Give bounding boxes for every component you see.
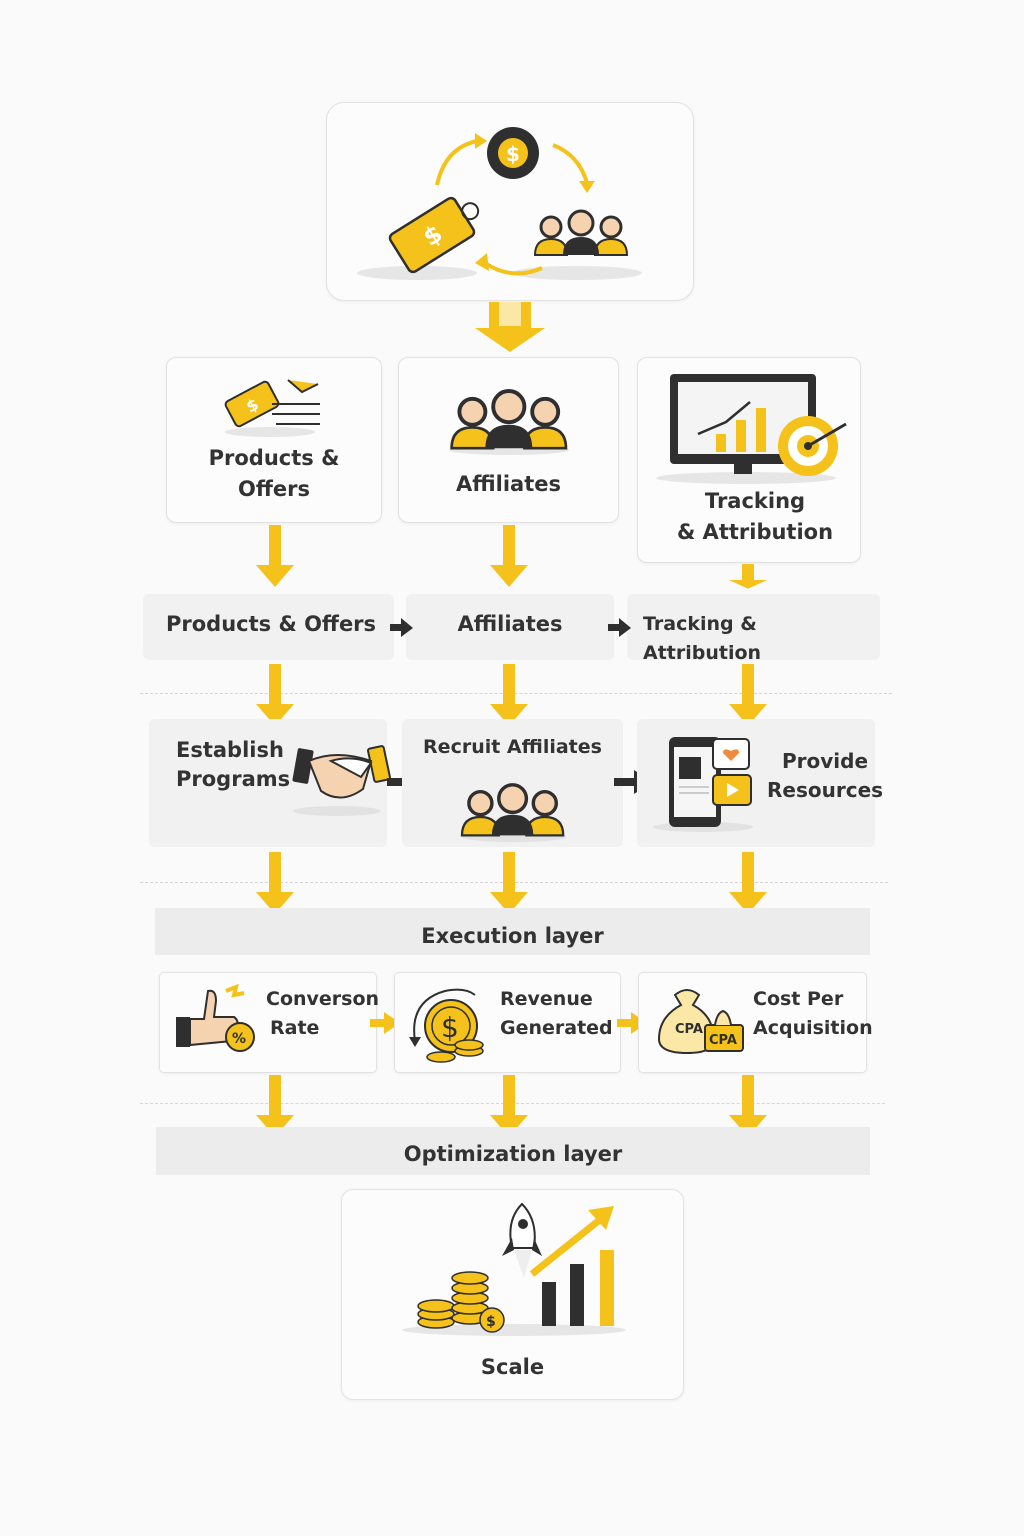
optimization-layer-bar: Optimization layer xyxy=(156,1127,870,1175)
card-products-offers: $ Products &Offers xyxy=(166,357,382,523)
people-group-icon xyxy=(460,783,566,842)
svg-text:CPA: CPA xyxy=(675,1022,703,1037)
svg-text:$: $ xyxy=(441,1011,459,1044)
svg-text:%: % xyxy=(232,1031,246,1047)
big-down-arrow xyxy=(475,302,545,352)
card-label: Tracking& Attribution xyxy=(676,489,834,544)
down-arrow xyxy=(729,852,767,914)
card-label: Products &Offers xyxy=(208,446,340,501)
cpa-money-bag-icon: CPA CPA xyxy=(657,989,744,1055)
down-arrow xyxy=(256,664,294,726)
step-affiliates: Affiliates xyxy=(406,594,614,660)
svg-text:$: $ xyxy=(486,1314,496,1330)
down-arrow xyxy=(256,1075,294,1137)
down-arrow xyxy=(490,1075,528,1137)
card-label: Affiliates xyxy=(455,472,562,496)
down-arrow xyxy=(729,664,767,726)
down-arrow xyxy=(490,664,528,726)
svg-text:CPA: CPA xyxy=(709,1033,737,1048)
step-recruit-affiliates: Recruit Affiliates xyxy=(402,719,623,847)
monitor-target-icon xyxy=(656,374,847,484)
step-label: Recruit Affiliates xyxy=(423,736,602,758)
down-arrow xyxy=(256,852,294,914)
people-group-icon xyxy=(449,389,569,455)
right-arrow xyxy=(608,618,631,637)
down-arrow xyxy=(490,852,528,914)
top-cycle-card: $ $ xyxy=(326,102,694,301)
execution-layer-bar: Execution layer xyxy=(155,908,870,955)
dollar-coin-cycle-icon: $ xyxy=(409,988,484,1063)
scale-card: $ Scale xyxy=(341,1189,684,1400)
affiliate-cycle-icon: $ $ xyxy=(357,127,642,280)
down-arrow xyxy=(256,525,294,587)
down-arrow xyxy=(729,564,767,589)
divider xyxy=(140,693,892,694)
price-tag-icon: $ xyxy=(388,196,480,274)
step-products-offers: Products & Offers xyxy=(143,594,394,660)
right-arrow xyxy=(390,618,413,637)
scale-label: Scale xyxy=(480,1355,545,1379)
card-tracking-attribution: Tracking& Attribution xyxy=(637,357,861,563)
step-tracking-attribution: Tracking & Attribution xyxy=(627,594,880,664)
handshake-icon xyxy=(292,745,391,816)
down-arrow xyxy=(729,1075,767,1137)
thumbs-up-percent-icon: % xyxy=(176,983,255,1052)
down-arrow xyxy=(490,525,528,587)
gear-dollar-icon: $ xyxy=(487,127,539,179)
tag-list-icon: $ xyxy=(224,379,320,437)
svg-text:$: $ xyxy=(506,142,520,166)
card-affiliates: Affiliates xyxy=(398,357,619,523)
right-arrow xyxy=(370,1012,400,1034)
people-group-icon xyxy=(533,209,629,257)
rocket-growth-coins-icon: $ xyxy=(402,1202,626,1336)
phone-media-icon xyxy=(653,737,753,832)
